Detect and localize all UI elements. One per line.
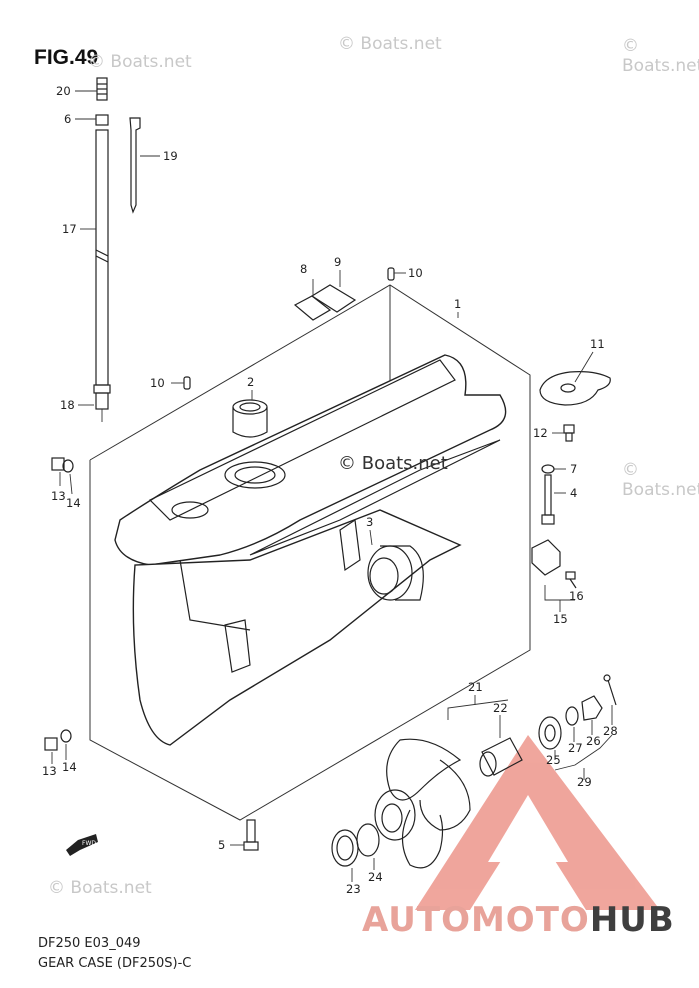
callout-8: 8: [300, 262, 307, 276]
callout-12: 12: [533, 426, 548, 440]
callout-2: 2: [247, 375, 254, 389]
callout-4: 4: [570, 486, 577, 500]
callout-22: 22: [493, 701, 508, 715]
callout-17: 17: [62, 222, 77, 236]
callout-5: 5: [218, 838, 225, 852]
callout-11: 11: [590, 337, 605, 351]
part-11: [539, 371, 611, 406]
watermark: © Boats.net: [622, 36, 699, 76]
callout-13-top: 13: [51, 489, 66, 503]
gear-case-openings: [171, 461, 286, 519]
watermark: © Boats.net: [622, 460, 699, 500]
part-20: [96, 77, 108, 101]
callout-20: 20: [56, 84, 71, 98]
fwd-label: FWD: [82, 840, 96, 847]
callout-6: 6: [64, 112, 71, 126]
callout-1: 1: [454, 297, 461, 311]
callout-25: 25: [546, 753, 561, 767]
part-6: [95, 114, 109, 126]
callout-15: 15: [553, 612, 568, 626]
part-15: [531, 539, 561, 576]
part-22: [479, 737, 523, 777]
callout-29: 29: [577, 775, 592, 789]
part-1-gear-case: [114, 354, 507, 746]
propeller: [374, 738, 471, 869]
watermark-center: © Boats.net: [338, 453, 448, 474]
callout-14-bottom: 14: [62, 760, 77, 774]
callout-10-a: 10: [408, 266, 423, 280]
part-18: [93, 384, 111, 422]
part-26: [581, 695, 603, 721]
part-14-bottom: [60, 729, 72, 743]
fwd-arrow-icon: FWD: [66, 834, 98, 856]
part-28: [603, 674, 617, 706]
callout-3: 3: [366, 515, 373, 529]
footer-code: DF250 E03_049: [38, 936, 141, 951]
callout-14-top: 14: [66, 496, 81, 510]
part-27: [565, 706, 579, 726]
figure-title: FIG.49: [34, 46, 99, 69]
part-7: [541, 464, 555, 474]
part-3: [367, 545, 424, 601]
part-8: [293, 295, 332, 321]
part-25: [538, 716, 562, 750]
callout-28: 28: [603, 724, 618, 738]
footer-name: GEAR CASE (DF250S)-C: [38, 956, 192, 971]
part-17: [95, 129, 109, 386]
logo-part1: AUTOMOTO: [362, 900, 590, 940]
part-10-pin-b: [183, 376, 191, 390]
part-23: [331, 829, 359, 867]
part-12: [563, 424, 575, 442]
leader-lines: [51, 90, 613, 882]
part-19: [129, 117, 141, 214]
part-2: [232, 399, 268, 438]
watermark: © Boats.net: [48, 878, 152, 898]
part-4: [541, 474, 555, 525]
part-5: [243, 819, 259, 851]
watermark: © Boats.net: [88, 52, 192, 72]
part-10-pin-a: [387, 267, 395, 281]
part-14-top: [62, 459, 74, 473]
callout-18: 18: [60, 398, 75, 412]
callout-19: 19: [163, 149, 178, 163]
callout-27: 27: [568, 741, 583, 755]
part-9: [310, 284, 357, 313]
logo-triangle: [415, 735, 660, 910]
callout-9: 9: [334, 255, 341, 269]
callout-16: 16: [569, 589, 584, 603]
callout-24: 24: [368, 870, 383, 884]
logo-part2: HUB: [589, 900, 675, 940]
callout-labels: 20 6 19 17 18 13 14 8 9 10 10 1 2 11 12 …: [42, 84, 618, 896]
callout-10-b: 10: [150, 376, 165, 390]
part-16: [565, 571, 577, 589]
callout-23: 23: [346, 882, 361, 896]
callout-21: 21: [468, 680, 483, 694]
watermark: © Boats.net: [338, 34, 442, 54]
callout-13-bottom: 13: [42, 764, 57, 778]
part-13-top: [51, 457, 65, 471]
part-24: [356, 823, 380, 857]
logo-text: AUTOMOTOHUB: [362, 900, 675, 940]
callout-26: 26: [586, 734, 601, 748]
part-13-bottom: [44, 737, 58, 751]
callout-7: 7: [570, 462, 577, 476]
